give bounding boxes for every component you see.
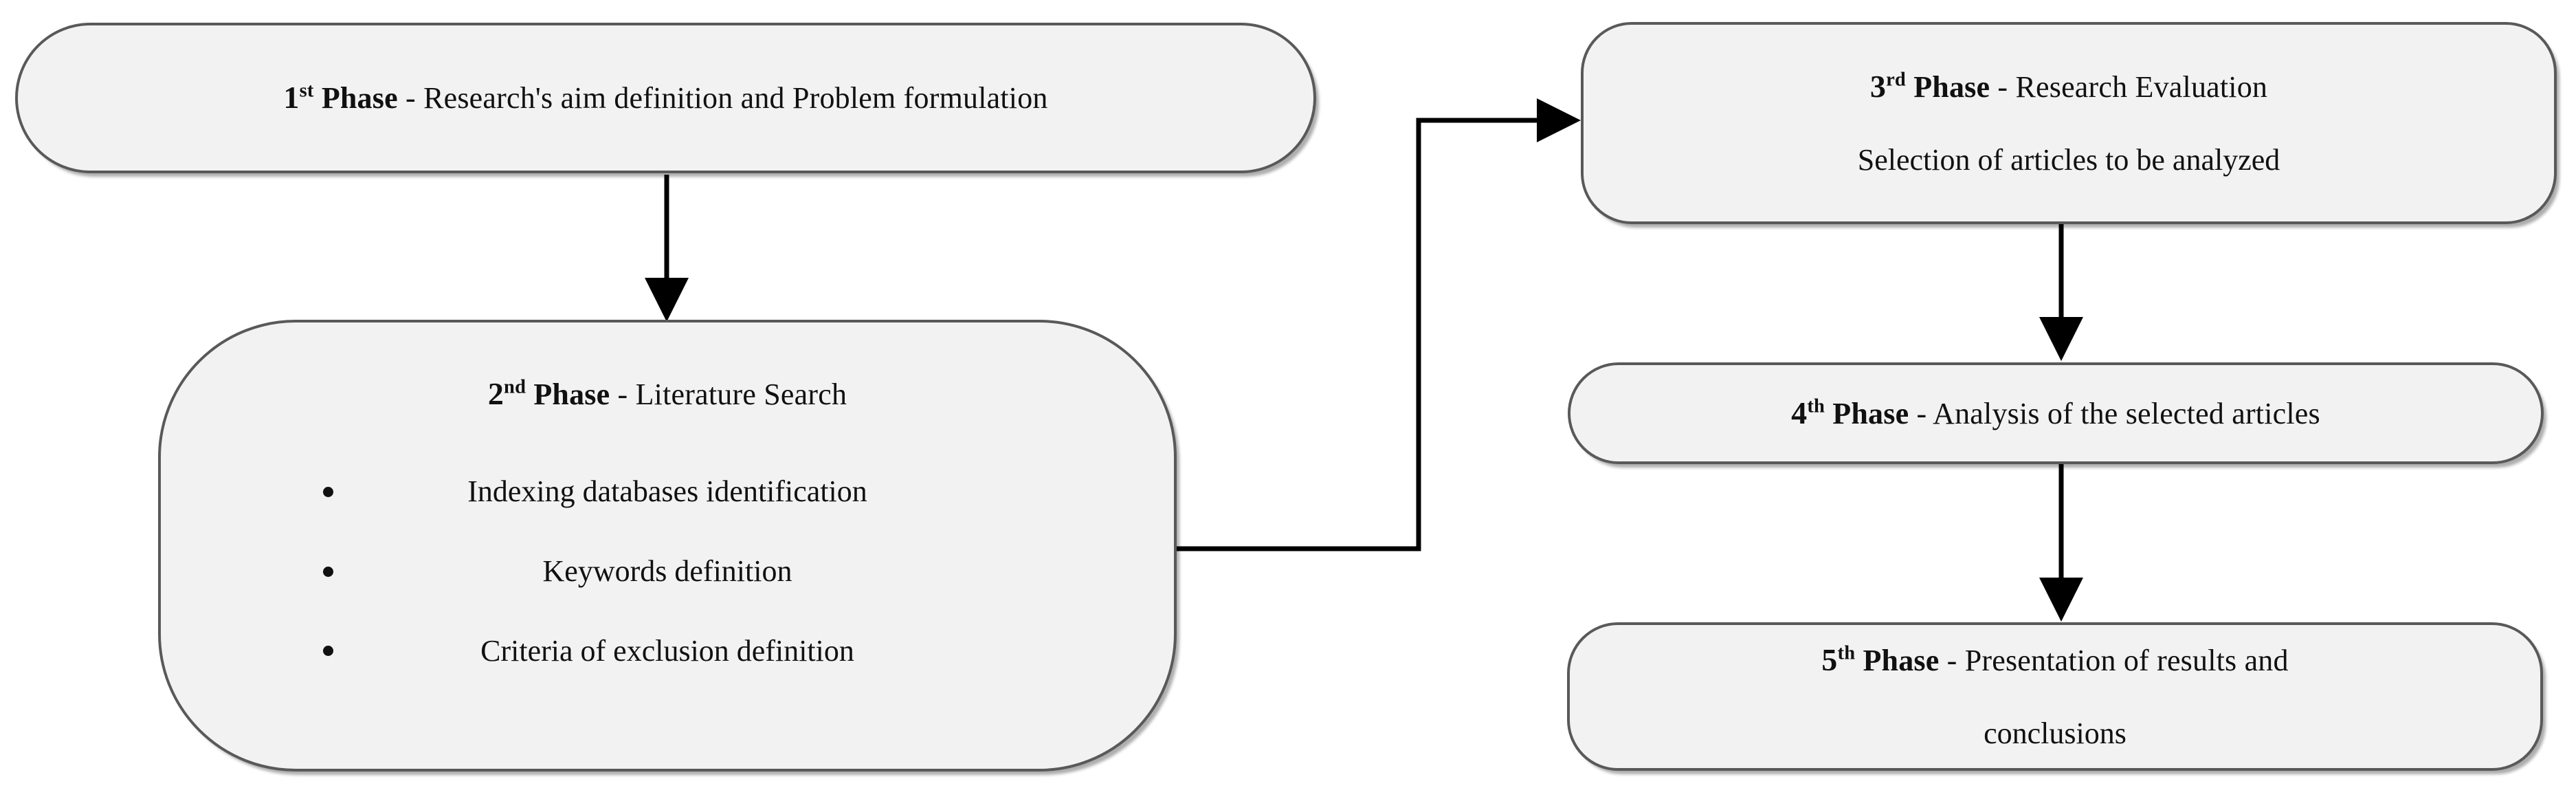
bullet-dot-icon — [323, 487, 333, 498]
connector-phase4-to-phase5 — [2039, 464, 2083, 622]
phase-node-4-title: 4th Phase - Analysis of the selected art… — [1791, 391, 2320, 437]
phase-node-2-title: 2nd Phase - Literature Search — [488, 371, 847, 417]
phase-node-1[interactable]: 1st Phase - Research's aim definition an… — [15, 23, 1316, 173]
phase-node-3-ordinal-suffix: rd — [1886, 69, 1906, 91]
list-item: Keywords definition — [161, 550, 1174, 593]
list-item: Indexing databases identification — [161, 470, 1174, 513]
phase-node-2-bullet-list: Indexing databases identification Keywor… — [161, 470, 1174, 672]
phase-node-5-ordinal: 5th — [1821, 642, 1856, 677]
phase-node-1-ordinal-suffix: st — [299, 80, 314, 102]
phase-node-5-phase-word: Phase — [1863, 643, 1940, 677]
phase-node-5-title: 5th Phase - Presentation of results and — [1821, 637, 2288, 683]
connector-phase3-to-phase4 — [2039, 224, 2083, 361]
phase-node-5[interactable]: 5th Phase - Presentation of results and … — [1567, 622, 2543, 771]
phase-node-5-subtitle: conclusions — [1984, 716, 2127, 751]
phase-node-3-ordinal: 3rd — [1869, 68, 1906, 104]
phase-node-5-separator: - — [1939, 643, 1965, 677]
phase-node-1-title: 1st Phase - Research's aim definition an… — [283, 75, 1047, 121]
bullet-label: Indexing databases identification — [467, 474, 867, 509]
phase-node-4-separator: - — [1909, 396, 1933, 430]
phase-node-3-subtitle: Selection of articles to be analyzed — [1857, 143, 2280, 177]
phase-node-5-ordinal-suffix: th — [1837, 642, 1856, 664]
phase-node-3-label: Research Evaluation — [2015, 69, 2268, 104]
phase-node-2[interactable]: 2nd Phase - Literature Search Indexing d… — [158, 320, 1177, 771]
phase-node-1-ordinal: 1st — [283, 80, 314, 116]
phase-node-3[interactable]: 3rd Phase - Research Evaluation Selectio… — [1581, 22, 2557, 224]
phase-node-3-title: 3rd Phase - Research Evaluation — [1870, 64, 2267, 110]
phase-node-2-label: Literature Search — [635, 377, 847, 411]
phase-node-3-phase-word: Phase — [1913, 69, 1990, 104]
phase-node-3-separator: - — [1990, 69, 2016, 104]
connector-phase1-to-phase2 — [645, 175, 689, 322]
phase-node-1-phase-word: Phase — [321, 81, 398, 116]
phase-node-4[interactable]: 4th Phase - Analysis of the selected art… — [1568, 362, 2544, 464]
phase-node-5-label: Presentation of results and — [1964, 643, 2289, 677]
phase-node-1-separator: - — [397, 81, 424, 116]
bullet-label: Keywords definition — [542, 554, 792, 589]
phase-node-4-label: Analysis of the selected articles — [1933, 396, 2320, 430]
phase-node-2-separator: - — [610, 377, 636, 411]
phase-node-4-ordinal: 4th — [1791, 395, 1825, 430]
phase-node-1-label: Research's aim definition and Problem fo… — [423, 81, 1048, 116]
phase-node-4-phase-word: Phase — [1832, 396, 1909, 430]
list-item: Criteria of exclusion definition — [161, 630, 1174, 672]
phase-node-4-ordinal-suffix: th — [1807, 395, 1825, 417]
bullet-label: Criteria of exclusion definition — [480, 633, 854, 668]
bullet-dot-icon — [323, 566, 333, 577]
phase-node-2-phase-word: Phase — [533, 377, 610, 411]
phase-node-2-ordinal: 2nd — [487, 375, 526, 411]
phase-node-2-ordinal-suffix: nd — [504, 376, 526, 398]
bullet-dot-icon — [323, 646, 333, 657]
